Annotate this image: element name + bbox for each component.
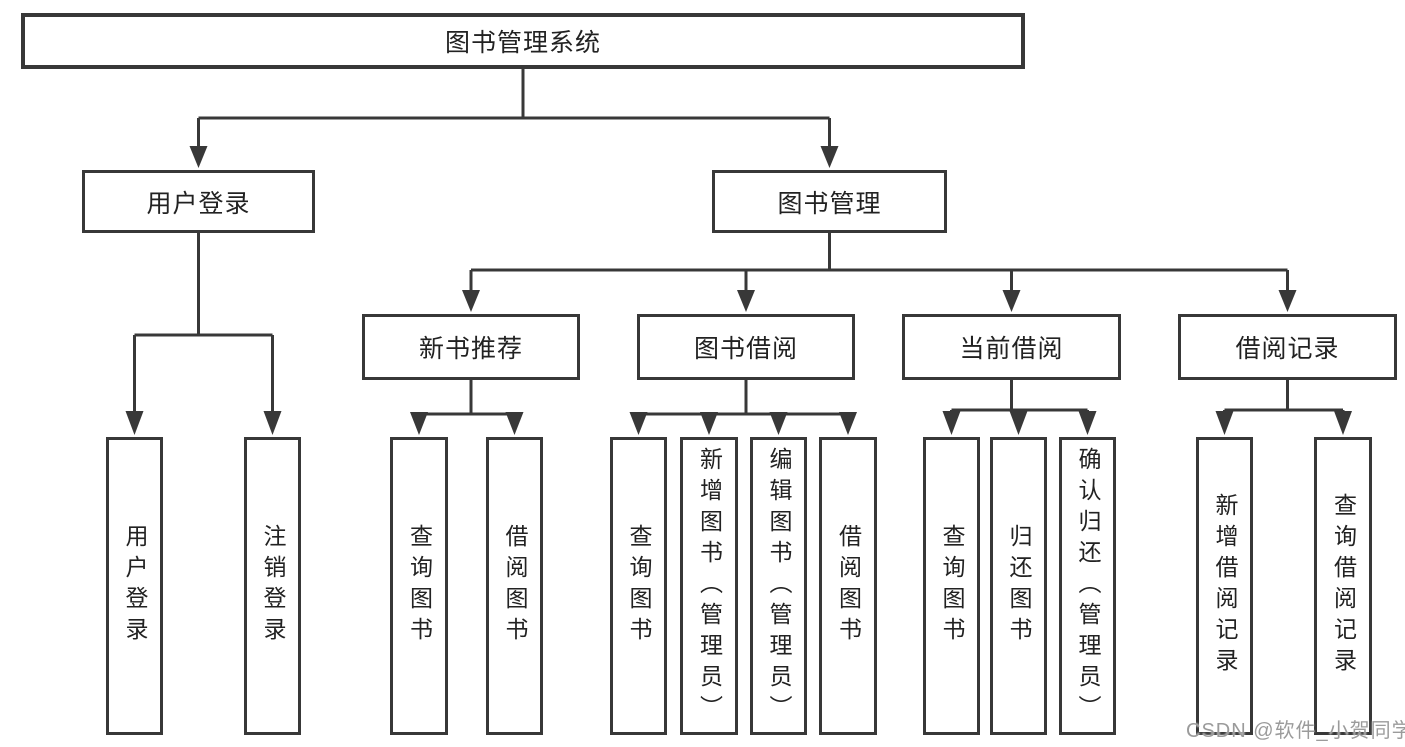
leaf-edit-book-admin: 编辑图书（管理员） xyxy=(750,437,807,735)
leaf-query-books-recommend-label: 查询图书 xyxy=(406,524,433,648)
leaf-query-books-borrow-label: 查询图书 xyxy=(626,524,652,648)
leaf-login: 用户登录 xyxy=(106,437,163,735)
leaf-logout-label: 注销登录 xyxy=(260,524,286,648)
node-user-login-label: 用户登录 xyxy=(146,189,251,218)
leaf-return-books: 归还图书 xyxy=(990,437,1047,735)
node-book-borrowing-label: 图书借阅 xyxy=(693,335,798,363)
node-book-management-label: 图书管理 xyxy=(777,189,882,218)
leaf-confirm-return-admin-label: 确认归还（管理员） xyxy=(1075,446,1101,726)
edges-book-management-to-level3 xyxy=(469,233,1289,292)
leaf-borrow-books: 借阅图书 xyxy=(819,437,877,735)
node-book-borrowing: 图书借阅 xyxy=(637,314,855,380)
leaf-borrow-books-recommend-label: 借阅图书 xyxy=(502,524,528,648)
leaf-logout: 注销登录 xyxy=(244,437,301,735)
node-book-management: 图书管理 xyxy=(712,170,947,233)
leaf-confirm-return-admin: 确认归还（管理员） xyxy=(1059,437,1116,735)
leaf-edit-book-admin-label: 编辑图书（管理员） xyxy=(766,446,792,726)
node-root-system: 图书管理系统 xyxy=(21,13,1025,69)
leaf-query-borrow-record: 查询借阅记录 xyxy=(1314,437,1372,735)
node-root-label: 图书管理系统 xyxy=(444,29,601,57)
arrowheads xyxy=(125,146,1352,435)
leaf-query-books-borrow: 查询图书 xyxy=(610,437,667,735)
leaf-add-book-admin-label: 新增图书（管理员） xyxy=(696,446,723,726)
leaf-query-borrow-record-label: 查询借阅记录 xyxy=(1330,493,1357,679)
node-current-borrowing: 当前借阅 xyxy=(902,314,1121,380)
node-new-book-recommendation-label: 新书推荐 xyxy=(418,335,523,363)
leaf-login-label: 用户登录 xyxy=(122,524,148,648)
leaf-query-books-current-label: 查询图书 xyxy=(939,524,965,648)
edges-root-to-level2 xyxy=(197,69,831,148)
node-borrowing-records: 借阅记录 xyxy=(1178,314,1397,380)
node-new-book-recommendation: 新书推荐 xyxy=(362,314,580,380)
leaf-return-books-label: 归还图书 xyxy=(1006,524,1032,648)
leaf-borrow-books-label: 借阅图书 xyxy=(835,524,862,648)
leaf-borrow-books-recommend: 借阅图书 xyxy=(486,437,543,735)
leaf-add-borrow-record: 新增借阅记录 xyxy=(1196,437,1253,735)
node-user-login: 用户登录 xyxy=(82,170,315,233)
edges-current-borrowing-to-leaves xyxy=(950,380,1089,416)
edges-new-book-to-leaves xyxy=(417,380,516,418)
leaf-query-books-current: 查询图书 xyxy=(923,437,980,735)
edges-book-borrowing-to-leaves xyxy=(637,380,850,418)
leaf-add-book-admin: 新增图书（管理员） xyxy=(680,437,738,735)
leaf-add-borrow-record-label: 新增借阅记录 xyxy=(1212,493,1238,679)
edges-borrowing-records-to-leaves xyxy=(1223,380,1345,416)
edges-user-login-to-leaves xyxy=(133,233,274,413)
leaf-query-books-recommend: 查询图书 xyxy=(390,437,448,735)
node-current-borrowing-label: 当前借阅 xyxy=(959,335,1064,363)
node-borrowing-records-label: 借阅记录 xyxy=(1235,335,1340,363)
